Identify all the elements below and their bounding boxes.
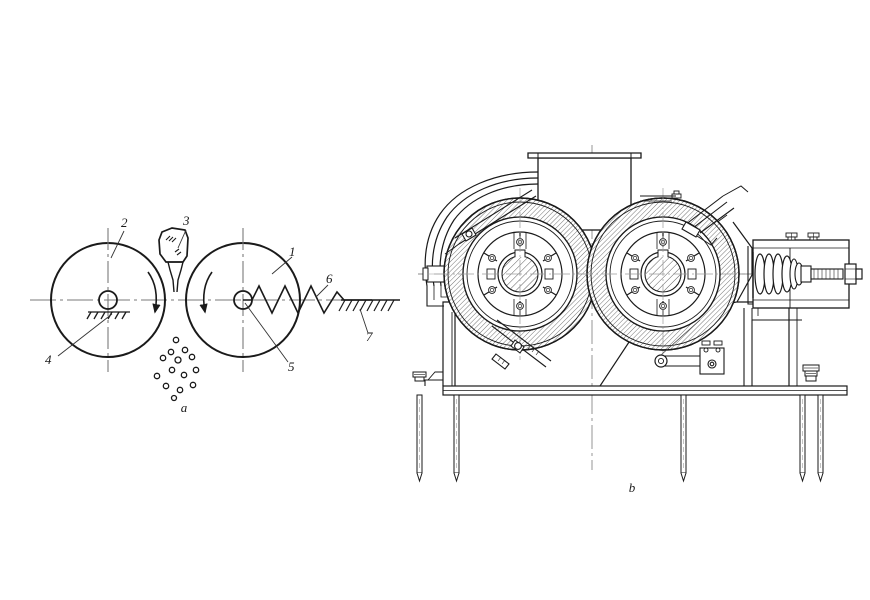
- arc-guard: [424, 171, 539, 307]
- right-hub-spoke-edges: [656, 232, 670, 316]
- crushed-particle: [176, 386, 184, 394]
- tension-rod: [800, 265, 844, 283]
- panel-a-callout-numbers: 1 2 3 4 5 6 7: [45, 213, 373, 374]
- adjusting-block: [654, 340, 725, 375]
- scraper-linkage-right: [640, 185, 749, 246]
- compression-spring-coils: [754, 253, 793, 295]
- lump-texture-marks: [165, 235, 182, 256]
- leader-1: [271, 256, 293, 275]
- panel-b-caption: b: [629, 480, 636, 495]
- left-hub-spoke-edges: [513, 232, 527, 316]
- callout-6: 6: [326, 271, 333, 286]
- anchor-bolt-head: [412, 371, 427, 382]
- spring-assembly: [747, 232, 863, 321]
- anchor-bolt: [416, 394, 423, 483]
- crushed-particle: [181, 346, 189, 354]
- crushed-particle: [188, 353, 196, 361]
- thread-marks: [813, 269, 839, 279]
- panel-a-schematic: [30, 227, 400, 402]
- anchor-bolt: [680, 394, 687, 483]
- right-roll-assembly: [577, 188, 749, 360]
- anchor-bolt-head: [802, 364, 820, 382]
- anchor-bolt: [799, 394, 806, 483]
- crushed-particle: [172, 336, 180, 344]
- tension-rod-nut: [844, 263, 863, 285]
- panel-b-assembly: [412, 145, 863, 483]
- crushed-particle: [189, 381, 197, 389]
- housing-bolt: [807, 232, 820, 241]
- crushed-particle: [168, 366, 176, 374]
- callout-5: 5: [288, 359, 295, 374]
- fixed-roll-hub: [98, 290, 118, 310]
- right-roll-rotation-arrow: [199, 271, 213, 314]
- leader-3: [177, 229, 187, 249]
- leader-7: [359, 308, 369, 334]
- callout-leaders: [57, 229, 369, 363]
- housing-bolt: [785, 232, 798, 241]
- left-roll-assembly: [434, 188, 606, 360]
- callout-4: 4: [45, 352, 52, 367]
- outlet-leader: [660, 319, 701, 356]
- fixed-bearing-ground-symbol: [86, 311, 130, 320]
- leader-4: [57, 313, 113, 357]
- wall-hatching: [338, 299, 395, 312]
- thread-marks: [497, 344, 540, 365]
- support-wall: [338, 299, 400, 312]
- crushed-particle: [174, 356, 182, 364]
- crushed-particles-group: [153, 336, 200, 402]
- anchor-bolt: [453, 394, 460, 483]
- left-roll-rotation-arrow: [147, 271, 161, 314]
- crushed-particle: [170, 394, 178, 402]
- right-frame-posts: [743, 308, 753, 386]
- anchor-bolt: [817, 394, 824, 483]
- anchor-bolts: [412, 364, 824, 483]
- crushed-particle: [167, 348, 175, 356]
- leader-6: [315, 284, 329, 298]
- crushed-particle: [162, 382, 170, 390]
- callout-2: 2: [121, 215, 128, 230]
- panel-a-caption: a: [181, 400, 188, 415]
- leader-5: [244, 302, 289, 363]
- crushed-particle: [153, 372, 161, 380]
- leader-2: [110, 230, 125, 259]
- scraper-linkage-left: [491, 319, 552, 370]
- base-frame: [424, 300, 848, 396]
- feed-material-lump: [158, 227, 189, 293]
- callout-7: 7: [366, 329, 373, 344]
- compression-spring: [243, 284, 372, 315]
- callout-1: 1: [289, 244, 296, 259]
- crushed-particle: [180, 371, 188, 379]
- callout-3: 3: [182, 213, 190, 228]
- crushed-particle: [159, 354, 167, 362]
- crushed-particle: [192, 366, 200, 374]
- scraper-linkage-upper-left: [444, 189, 537, 255]
